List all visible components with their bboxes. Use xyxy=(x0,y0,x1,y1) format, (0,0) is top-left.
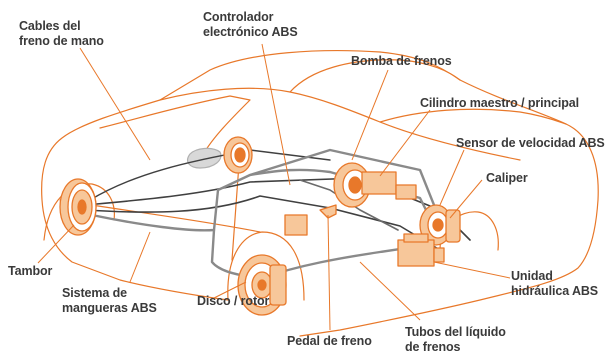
leader-sistema xyxy=(129,231,151,283)
leader-tubos xyxy=(359,261,421,321)
tambor-drum xyxy=(59,178,97,236)
label-bomba-line1: Bomba de frenos xyxy=(351,54,452,68)
label-tubos-line2: de frenos xyxy=(405,340,461,354)
label-sensor-line1: Sensor de velocidad ABS xyxy=(456,136,605,150)
leader-bomba xyxy=(351,69,389,161)
leader-controlador xyxy=(261,43,291,186)
label-tubos: Tubos del líquido de frenos xyxy=(405,325,506,355)
abs-hose xyxy=(85,177,471,241)
unidad-hidraulica xyxy=(397,233,445,267)
label-pedal: Pedal de freno xyxy=(287,334,372,349)
label-bomba: Bomba de frenos xyxy=(351,54,452,69)
label-unidad-line2: hidráulica ABS xyxy=(511,284,599,298)
label-cilindro: Cilindro maestro / principal xyxy=(420,96,579,111)
label-disco: Disco / rotor xyxy=(197,294,269,309)
abs-controller xyxy=(223,136,253,174)
windshield xyxy=(289,59,461,93)
label-unidad: Unidad hidráulica ABS xyxy=(511,269,598,299)
label-unidad-line1: Unidad xyxy=(511,269,553,283)
leader-sensor xyxy=(439,149,465,206)
rear-wheel-arch xyxy=(43,183,115,241)
side-window xyxy=(99,95,251,161)
pedal-freno xyxy=(284,204,337,236)
label-controlador: Controlador electrónico ABS xyxy=(203,10,298,40)
bomba-cilindro xyxy=(333,162,417,208)
car-body-outline xyxy=(41,49,599,337)
disco-rotor xyxy=(237,254,287,316)
leader-pedal xyxy=(327,214,331,331)
brake-tube-3 xyxy=(248,168,442,240)
brake-tube-1 xyxy=(90,148,438,232)
leader-cables xyxy=(79,47,151,161)
label-sistema-line1: Sistema de xyxy=(62,286,128,300)
hood-line xyxy=(379,108,567,125)
label-controlador-line1: Controlador xyxy=(203,10,274,24)
leader-unidad xyxy=(433,261,511,279)
leader-caliper xyxy=(449,179,483,219)
leader-tambor xyxy=(37,224,75,264)
leader-disco xyxy=(209,281,247,301)
label-caliper-line1: Caliper xyxy=(486,171,528,185)
handbrake-cable xyxy=(89,149,331,201)
label-tambor-line1: Tambor xyxy=(8,264,53,278)
label-cilindro-line1: Cilindro maestro / principal xyxy=(420,96,580,110)
label-controlador-line2: electrónico ABS xyxy=(203,25,298,39)
label-tubos-line1: Tubos del líquido xyxy=(405,325,506,339)
label-cables-line1: Cables del xyxy=(19,19,81,33)
label-tambor: Tambor xyxy=(8,264,52,279)
side-mirror xyxy=(187,147,222,169)
label-disco-line1: Disco / rotor xyxy=(197,294,270,308)
label-pedal-line1: Pedal de freno xyxy=(287,334,372,348)
label-sensor: Sensor de velocidad ABS xyxy=(456,136,605,151)
leader-cilindro xyxy=(379,109,431,177)
label-cables: Cables del freno de mano xyxy=(19,19,104,49)
label-caliper: Caliper xyxy=(486,171,528,186)
abs-hose-2 xyxy=(85,195,441,251)
caliper-sensor xyxy=(419,204,461,246)
roof-line xyxy=(159,87,521,161)
label-sistema-line2: mangueras ABS xyxy=(62,301,157,315)
label-cables-line2: freno de mano xyxy=(19,34,104,48)
label-sistema: Sistema de mangueras ABS xyxy=(62,286,157,316)
